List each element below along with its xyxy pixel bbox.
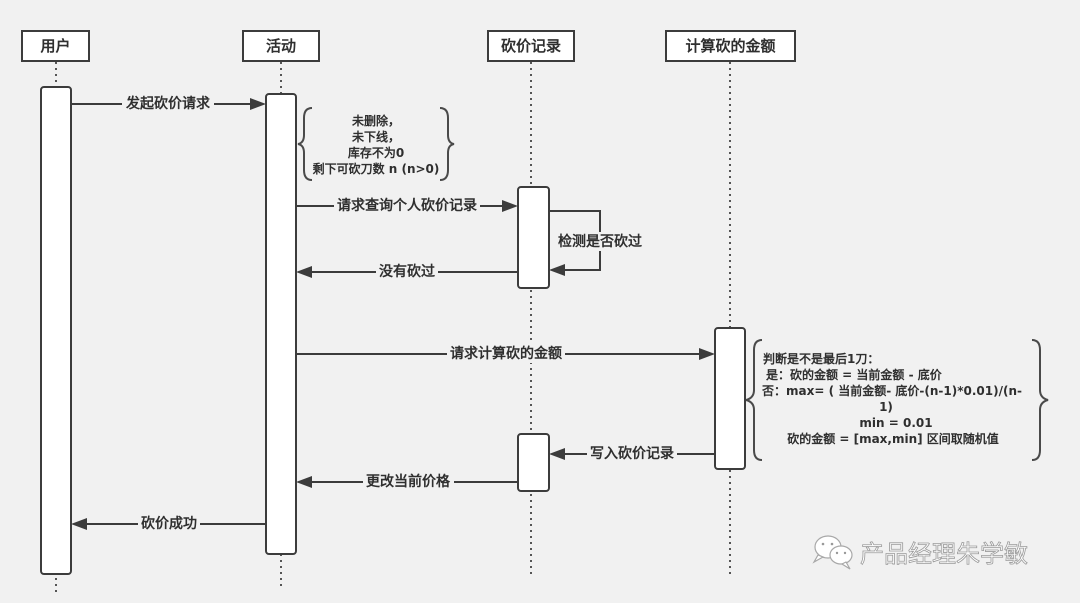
actor-bargain-record: 砍价记录 [487, 30, 575, 62]
note-line: 未删除， [351, 113, 400, 128]
message-write-record: 写入砍价记录 [549, 444, 715, 463]
actor-user-label: 用户 [40, 37, 70, 55]
note-line: 1) [879, 400, 893, 414]
note-line: 砍的金额 = [max,min] 区间取随机值 [787, 431, 999, 446]
note-line: 判断是不是最后1刀： [763, 351, 879, 366]
message-label: 发起砍价请求 [125, 95, 211, 112]
actor-calc-amount-label: 计算砍的金额 [685, 37, 775, 55]
arrow-left-icon [296, 476, 312, 488]
right-brace-icon [439, 107, 455, 181]
message-label: 检测是否砍过 [558, 233, 642, 250]
message-update-price: 更改当前价格 [296, 472, 518, 491]
arrow-left-icon [549, 448, 565, 460]
note-line: 库存不为0 [348, 145, 404, 160]
arrow-left-icon [71, 518, 87, 530]
message-bargain-success: 砍价成功 [71, 514, 266, 533]
activation-user [40, 86, 72, 575]
note-line: 未下线， [351, 129, 400, 144]
message-start-bargain: 发起砍价请求 [72, 94, 266, 113]
message-request-calc: 请求计算砍的金额 [296, 344, 715, 363]
note-line: 否：max= ( 当前金额- 底价-(n-1)*0.01)/(n- [761, 383, 1022, 398]
arrow-right-icon [699, 348, 715, 360]
wechat-icon [812, 535, 853, 570]
note-line: 是：砍的金额 = 当前金额 - 底价 [765, 367, 943, 382]
note-line: min = 0.01 [859, 416, 932, 430]
actor-activity-label: 活动 [266, 37, 296, 55]
actor-calc-amount: 计算砍的金额 [665, 30, 796, 62]
message-label: 请求查询个人砍价记录 [337, 197, 477, 214]
right-brace-icon [1031, 339, 1049, 461]
message-not-bargained: 没有砍过 [296, 262, 518, 281]
note-line: 剩下可砍刀数 n (n>0) [313, 161, 440, 176]
message-label: 没有砍过 [379, 263, 435, 280]
activation-calc-amount [714, 327, 746, 470]
arrow-left-icon [296, 266, 312, 278]
note-activity-conditions: 未删除， 未下线， 库存不为0 剩下可砍刀数 n (n>0) [297, 107, 455, 181]
actor-bargain-record-label: 砍价记录 [501, 37, 561, 55]
watermark: 产品经理朱学敏 [812, 535, 1028, 570]
arrow-left-icon [549, 264, 565, 276]
left-brace-icon [297, 107, 313, 181]
message-label: 写入砍价记录 [590, 445, 674, 462]
message-label: 砍价成功 [141, 515, 197, 532]
message-label: 更改当前价格 [366, 473, 451, 490]
message-query-record: 请求查询个人砍价记录 [296, 196, 518, 215]
arrow-right-icon [502, 200, 518, 212]
message-check-bargained: 检测是否砍过 [549, 210, 645, 276]
left-brace-icon [745, 339, 763, 461]
activation-bargain-record-1 [517, 186, 550, 289]
note-calc-logic: 判断是不是最后1刀： 是：砍的金额 = 当前金额 - 底价 否：max= ( 当… [745, 339, 1049, 461]
arrow-right-icon [250, 98, 266, 110]
activation-bargain-record-2 [517, 433, 550, 492]
actor-activity: 活动 [242, 30, 320, 62]
watermark-text: 产品经理朱学敏 [860, 540, 1028, 568]
activation-activity [265, 93, 297, 555]
message-label: 请求计算砍的金额 [450, 345, 562, 362]
actor-user: 用户 [21, 30, 90, 62]
